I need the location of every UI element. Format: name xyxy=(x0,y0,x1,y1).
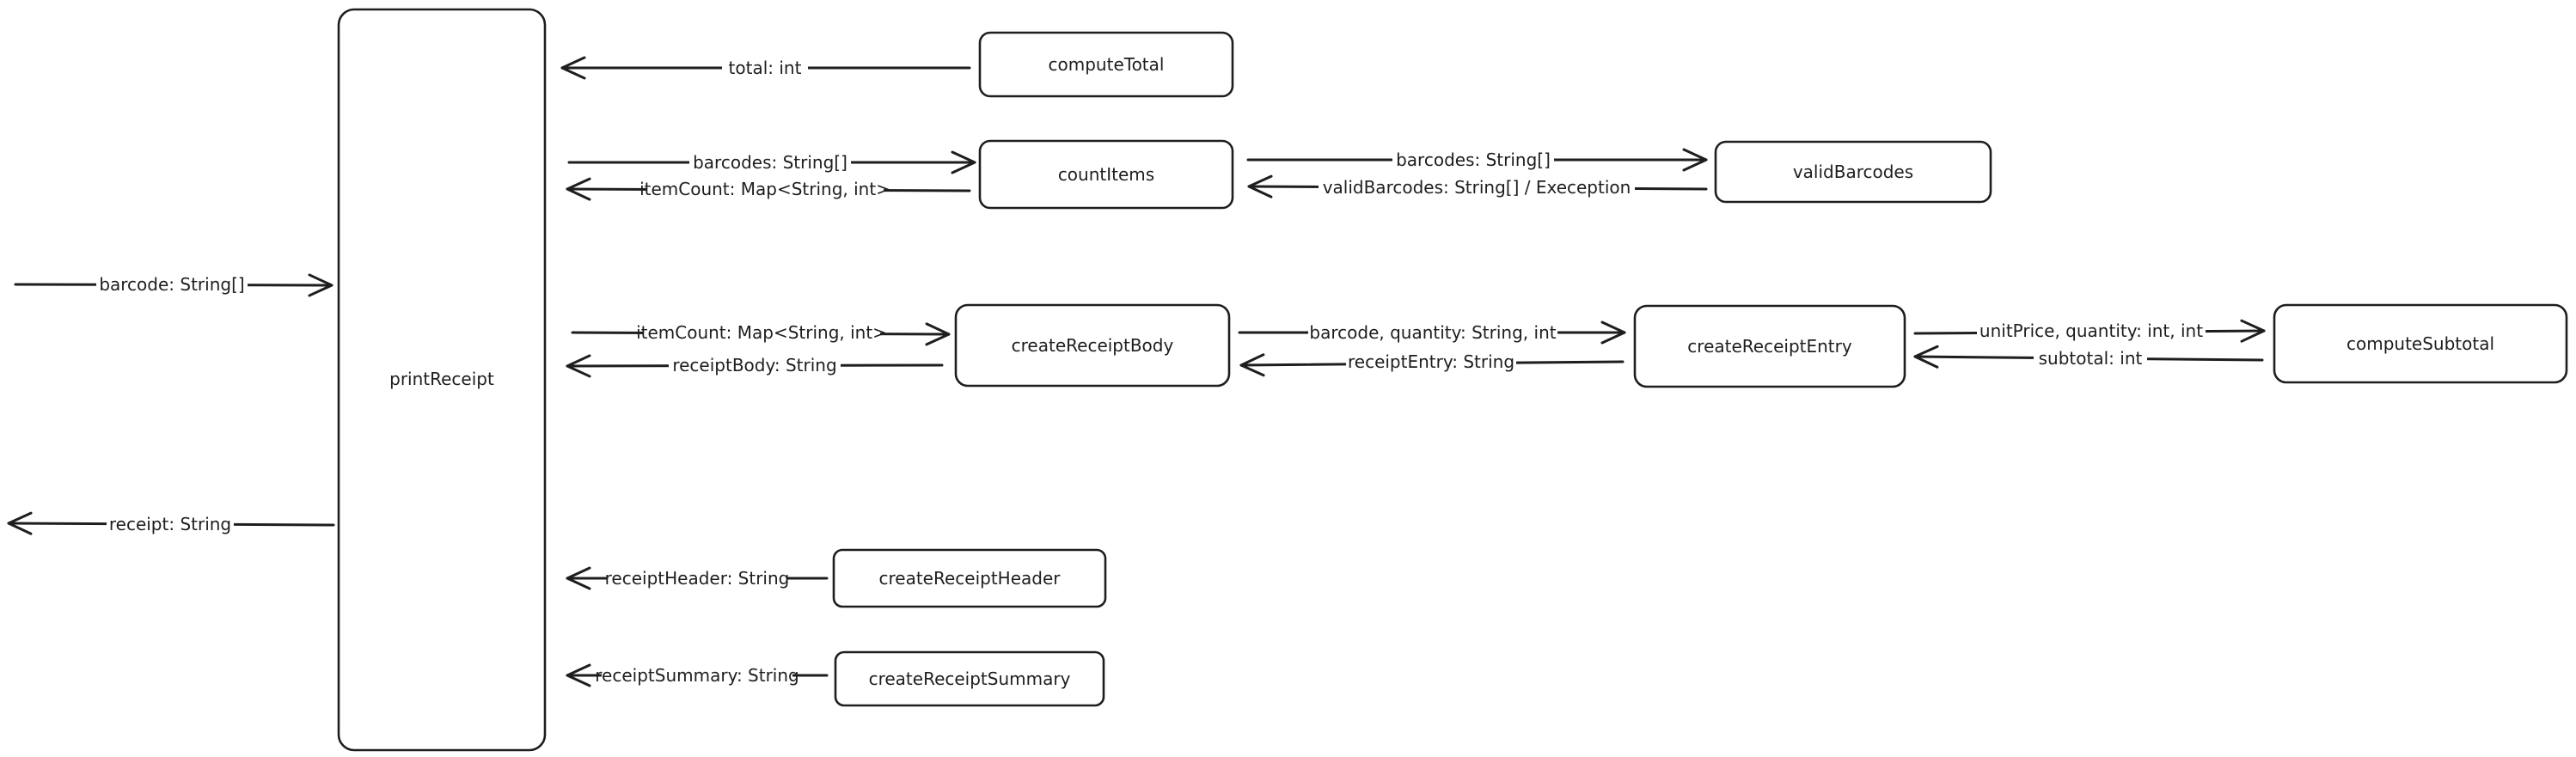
edge-validbarcodes-back: validBarcodes: String[] / Exeception xyxy=(1247,174,1708,199)
edge-label-receiptentry-back: receiptEntry: String xyxy=(1348,351,1514,372)
edge-label-output-receipt: receipt: String xyxy=(109,514,231,534)
edge-label-itemcount-from-count: itemCount: Map<String, int> xyxy=(639,179,890,199)
edge-label-barcodes-to-count: barcodes: String[] xyxy=(693,152,847,173)
edge-label-unitprice-quantity: unitPrice, quantity: int, int xyxy=(1979,321,2203,341)
edge-subtotal-back: subtotal: int xyxy=(1913,345,2264,370)
node-label-computetotal: computeTotal xyxy=(1049,54,1165,75)
edge-barcodes-to-valid: barcodes: String[] xyxy=(1246,148,1708,172)
node-label-createreceiptentry: createReceiptEntry xyxy=(1687,336,1852,357)
node-createreceiptentry[interactable]: createReceiptEntry xyxy=(1633,304,1906,388)
edge-output-receipt: receipt: String xyxy=(7,511,335,536)
edge-receiptheader: receiptHeader: String xyxy=(566,566,829,590)
edge-unitprice-quantity: unitPrice, quantity: int, int xyxy=(1913,319,2266,343)
edge-receiptsummary: receiptSummary: String xyxy=(566,663,829,687)
edge-label-receiptsummary: receiptSummary: String xyxy=(595,665,798,686)
edge-barcode-quantity: barcode, quantity: String, int xyxy=(1238,321,1626,345)
node-label-computesubtotal: computeSubtotal xyxy=(2347,333,2494,354)
node-label-countitems: countItems xyxy=(1058,164,1154,185)
node-label-printreceipt: printReceipt xyxy=(389,369,494,389)
edge-label-itemcount-to-body: itemCount: Map<String, int> xyxy=(636,322,887,343)
node-label-createreceiptsummary: createReceiptSummary xyxy=(869,668,1071,689)
node-label-createreceiptbody: createReceiptBody xyxy=(1012,335,1174,356)
edge-label-subtotal-back: subtotal: int xyxy=(2039,348,2143,369)
node-validbarcodes[interactable]: validBarcodes xyxy=(1714,140,1992,204)
edge-label-barcodes-to-valid: barcodes: String[] xyxy=(1396,150,1551,170)
edge-barcodes-to-count: barcodes: String[] xyxy=(567,150,976,174)
node-printreceipt[interactable]: printReceipt xyxy=(337,8,547,752)
edge-input-barcode: barcode: String[] xyxy=(14,272,333,297)
edge-label-validbarcodes-back: validBarcodes: String[] / Exeception xyxy=(1323,177,1631,198)
node-createreceiptbody[interactable]: createReceiptBody xyxy=(954,303,1231,388)
edge-total: total: int xyxy=(560,56,971,80)
edge-label-total: total: int xyxy=(729,58,802,78)
edge-itemcount-to-body: itemCount: Map<String, int> xyxy=(571,321,951,346)
node-computetotal[interactable]: computeTotal xyxy=(978,31,1234,98)
node-label-validbarcodes: validBarcodes xyxy=(1793,162,1913,182)
node-createreceiptheader[interactable]: createReceiptHeader xyxy=(832,548,1107,608)
edge-itemcount-from-count: itemCount: Map<String, int> xyxy=(566,177,971,201)
edge-label-receiptbody-back: receiptBody: String xyxy=(672,355,836,375)
edge-label-receiptheader: receiptHeader: String xyxy=(605,568,790,589)
edge-receiptbody-back: receiptBody: String xyxy=(566,353,944,378)
edge-label-barcode-quantity: barcode, quantity: String, int xyxy=(1309,322,1556,343)
node-label-createreceiptheader: createReceiptHeader xyxy=(878,568,1061,589)
node-countitems[interactable]: countItems xyxy=(978,139,1234,210)
node-createreceiptsummary[interactable]: createReceiptSummary xyxy=(834,650,1105,707)
edge-receiptentry-back: receiptEntry: String xyxy=(1239,350,1625,377)
edge-label-input-barcode: barcode: String[] xyxy=(99,274,244,295)
node-computesubtotal[interactable]: computeSubtotal xyxy=(2273,303,2568,384)
